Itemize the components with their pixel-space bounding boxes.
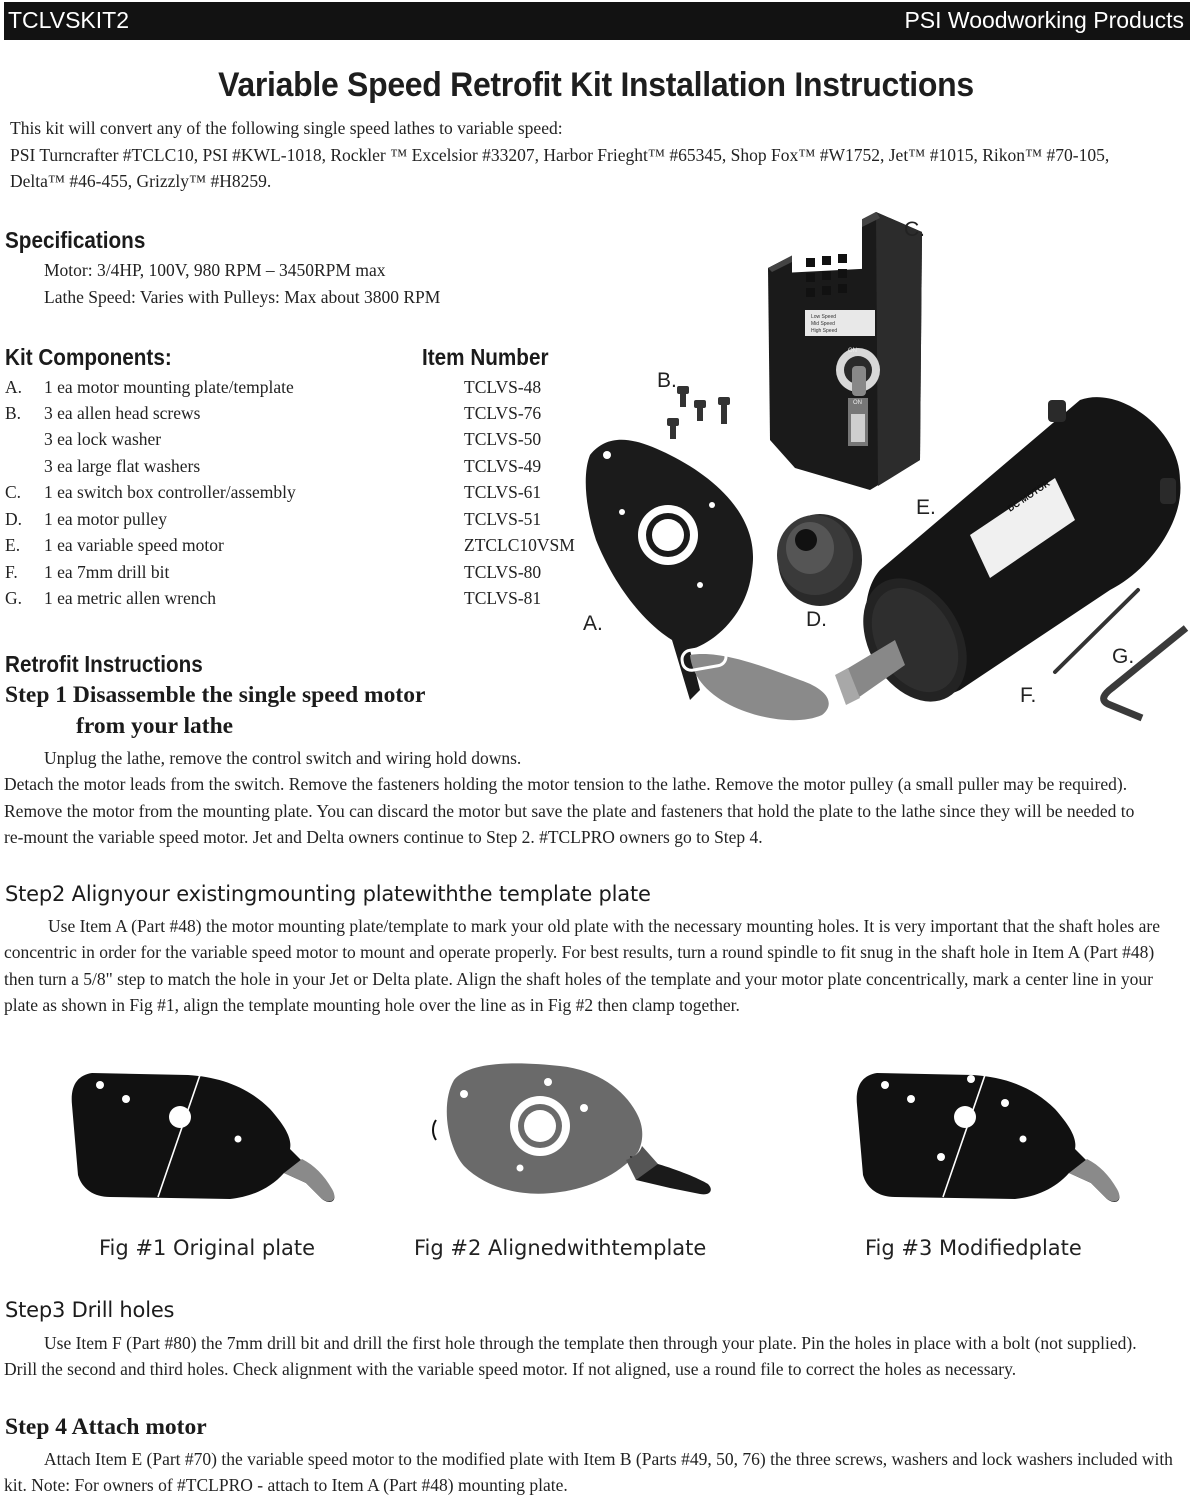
figure-2-aligned-template bbox=[432, 1063, 711, 1195]
photo-label-f: F. bbox=[1020, 684, 1036, 707]
step3-body: Use Item F (Part #80) the 7mm drill bit … bbox=[4, 1330, 1137, 1383]
step4-line: Attach Item E (Part #70) the variable sp… bbox=[44, 1449, 1173, 1469]
switch-label: ON bbox=[853, 400, 862, 406]
step3-line: Use Item F (Part #80) the 7mm drill bit … bbox=[44, 1333, 1137, 1353]
component-letter: E. bbox=[5, 535, 21, 555]
photo-label-g: G. bbox=[1112, 645, 1134, 668]
component-desc: 1 ea motor mounting plate/template bbox=[44, 377, 294, 397]
component-desc: 1 ea 7mm drill bit bbox=[44, 562, 170, 582]
component-letter: F. bbox=[5, 562, 18, 582]
photo-label-c: C. bbox=[904, 218, 925, 241]
drill-bit-icon bbox=[1053, 588, 1140, 674]
component-desc: 1 ea switch box controller/assembly bbox=[44, 482, 296, 502]
figure-2-caption: Fig #2 Alignedwithtemplate bbox=[414, 1236, 707, 1260]
product-code: TCLVSKIT2 bbox=[8, 7, 129, 33]
item-number-heading: Item Number bbox=[422, 344, 549, 370]
screws-icon bbox=[667, 386, 730, 439]
page-title: Variable Speed Retrofit Kit Installation… bbox=[218, 66, 974, 104]
component-desc: 3 ea allen head screws bbox=[44, 403, 201, 423]
step1-line: Unplug the lathe, remove the control swi… bbox=[44, 748, 522, 768]
component-desc: 1 ea variable speed motor bbox=[44, 535, 224, 555]
component-number: TCLVS-48 bbox=[464, 377, 542, 397]
speed-chart-text: High Speed bbox=[811, 328, 837, 334]
speed-chart-text: Low Speed bbox=[811, 314, 836, 320]
spec-lathe-speed: Lathe Speed: Varies with Pulleys: Max ab… bbox=[44, 287, 441, 307]
step2-body: Use Item A (Part #48) the motor mounting… bbox=[4, 913, 1160, 1019]
component-number: TCLVS-61 bbox=[464, 482, 542, 502]
photo-label-d: D. bbox=[806, 608, 827, 631]
component-number: TCLVS-50 bbox=[464, 429, 542, 449]
figure-3-modified-plate bbox=[856, 1073, 1120, 1202]
component-desc: 1 ea metric allen wrench bbox=[44, 588, 216, 608]
switch-label: ON bbox=[848, 348, 857, 354]
motor-pulley-icon bbox=[777, 514, 862, 606]
step2-line: concentric in order for the variable spe… bbox=[4, 942, 1155, 963]
photo-label-a: A. bbox=[583, 612, 603, 635]
component-letter: A. bbox=[5, 377, 23, 397]
figure-1-caption: Fig #1 Original plate bbox=[99, 1236, 316, 1260]
step1-body: Unplug the lathe, remove the control swi… bbox=[4, 745, 1134, 851]
brand-name: PSI Woodworking Products bbox=[904, 7, 1184, 33]
step2-line: then turn a 5/8" step to match the hole … bbox=[4, 968, 1153, 989]
speed-chart-text: Mid Speed bbox=[811, 321, 835, 327]
step4-line: kit. Note: For owners of #TCLPRO - attac… bbox=[4, 1475, 568, 1496]
component-number: TCLVS-81 bbox=[464, 588, 542, 608]
retrofit-heading: Retrofit Instructions bbox=[5, 651, 203, 677]
component-letter: D. bbox=[5, 509, 23, 529]
kit-components-photo: Low Speed Mid Speed High Speed ON ON bbox=[583, 205, 1189, 722]
photo-label-b: B. bbox=[657, 369, 677, 392]
component-letter: G. bbox=[5, 588, 23, 608]
component-desc: 1 ea motor pulley bbox=[44, 509, 167, 529]
step1-title-line1: Step 1 Disassemble the single speed moto… bbox=[5, 682, 426, 708]
switch-box-icon: Low Speed Mid Speed High Speed ON ON bbox=[768, 205, 922, 490]
step1-line: re-mount the variable speed motor. Jet a… bbox=[4, 827, 763, 848]
header-bar: TCLVSKIT2 PSI Woodworking Products bbox=[4, 2, 1190, 40]
intro-line: This kit will convert any of the followi… bbox=[10, 118, 563, 138]
step3-line: Drill the second and third holes. Check … bbox=[4, 1359, 1017, 1380]
component-number: TCLVS-51 bbox=[464, 509, 542, 529]
mounting-plate-icon bbox=[585, 439, 829, 721]
step4-title: Step 4 Attach motor bbox=[5, 1414, 207, 1440]
step3-title: Step3 Drill holes bbox=[5, 1298, 175, 1322]
step2-line: Use Item A (Part #48) the motor mounting… bbox=[48, 916, 1160, 936]
intro-text: This kit will convert any of the followi… bbox=[10, 115, 1109, 195]
component-desc: 3 ea large flat washers bbox=[44, 456, 201, 476]
step1-line: Detach the motor leads from the switch. … bbox=[4, 774, 1128, 795]
components-heading: Kit Components: bbox=[5, 344, 172, 370]
specifications-heading: Specifications bbox=[5, 227, 146, 253]
step1-line: Remove the motor from the mounting plate… bbox=[4, 800, 1135, 821]
step2-line: plate as shown in Fig #1, align the temp… bbox=[4, 995, 740, 1016]
photo-label-e: E. bbox=[916, 496, 936, 519]
step4-body: Attach Item E (Part #70) the variable sp… bbox=[4, 1446, 1173, 1499]
component-letter: B. bbox=[5, 403, 22, 423]
component-number: TCLVS-49 bbox=[464, 456, 542, 476]
motor-icon: DC MOTOR bbox=[835, 397, 1181, 705]
figure-3-caption: Fig #3 Modifiedplate bbox=[865, 1236, 1082, 1260]
intro-line: PSI Turncrafter #TCLC10, PSI #KWL-1018, … bbox=[10, 144, 1110, 165]
component-number: ZTCLC10VSM bbox=[464, 535, 575, 555]
component-desc: 3 ea lock washer bbox=[44, 429, 162, 449]
component-letter: C. bbox=[5, 482, 22, 502]
allen-wrench-icon bbox=[1100, 625, 1189, 722]
intro-line: Delta™ #46-455, Grizzly™ #H8259. bbox=[10, 171, 272, 191]
step1-title-line2: from your lathe bbox=[76, 713, 234, 739]
component-number: TCLVS-80 bbox=[464, 562, 542, 582]
component-number: TCLVS-76 bbox=[464, 403, 542, 423]
spec-motor: Motor: 3/4HP, 100V, 980 RPM – 3450RPM ma… bbox=[44, 260, 386, 280]
figure-1-original-plate bbox=[71, 1073, 335, 1202]
step2-title: Step2 Alignyour existingmounting platewi… bbox=[5, 882, 651, 906]
